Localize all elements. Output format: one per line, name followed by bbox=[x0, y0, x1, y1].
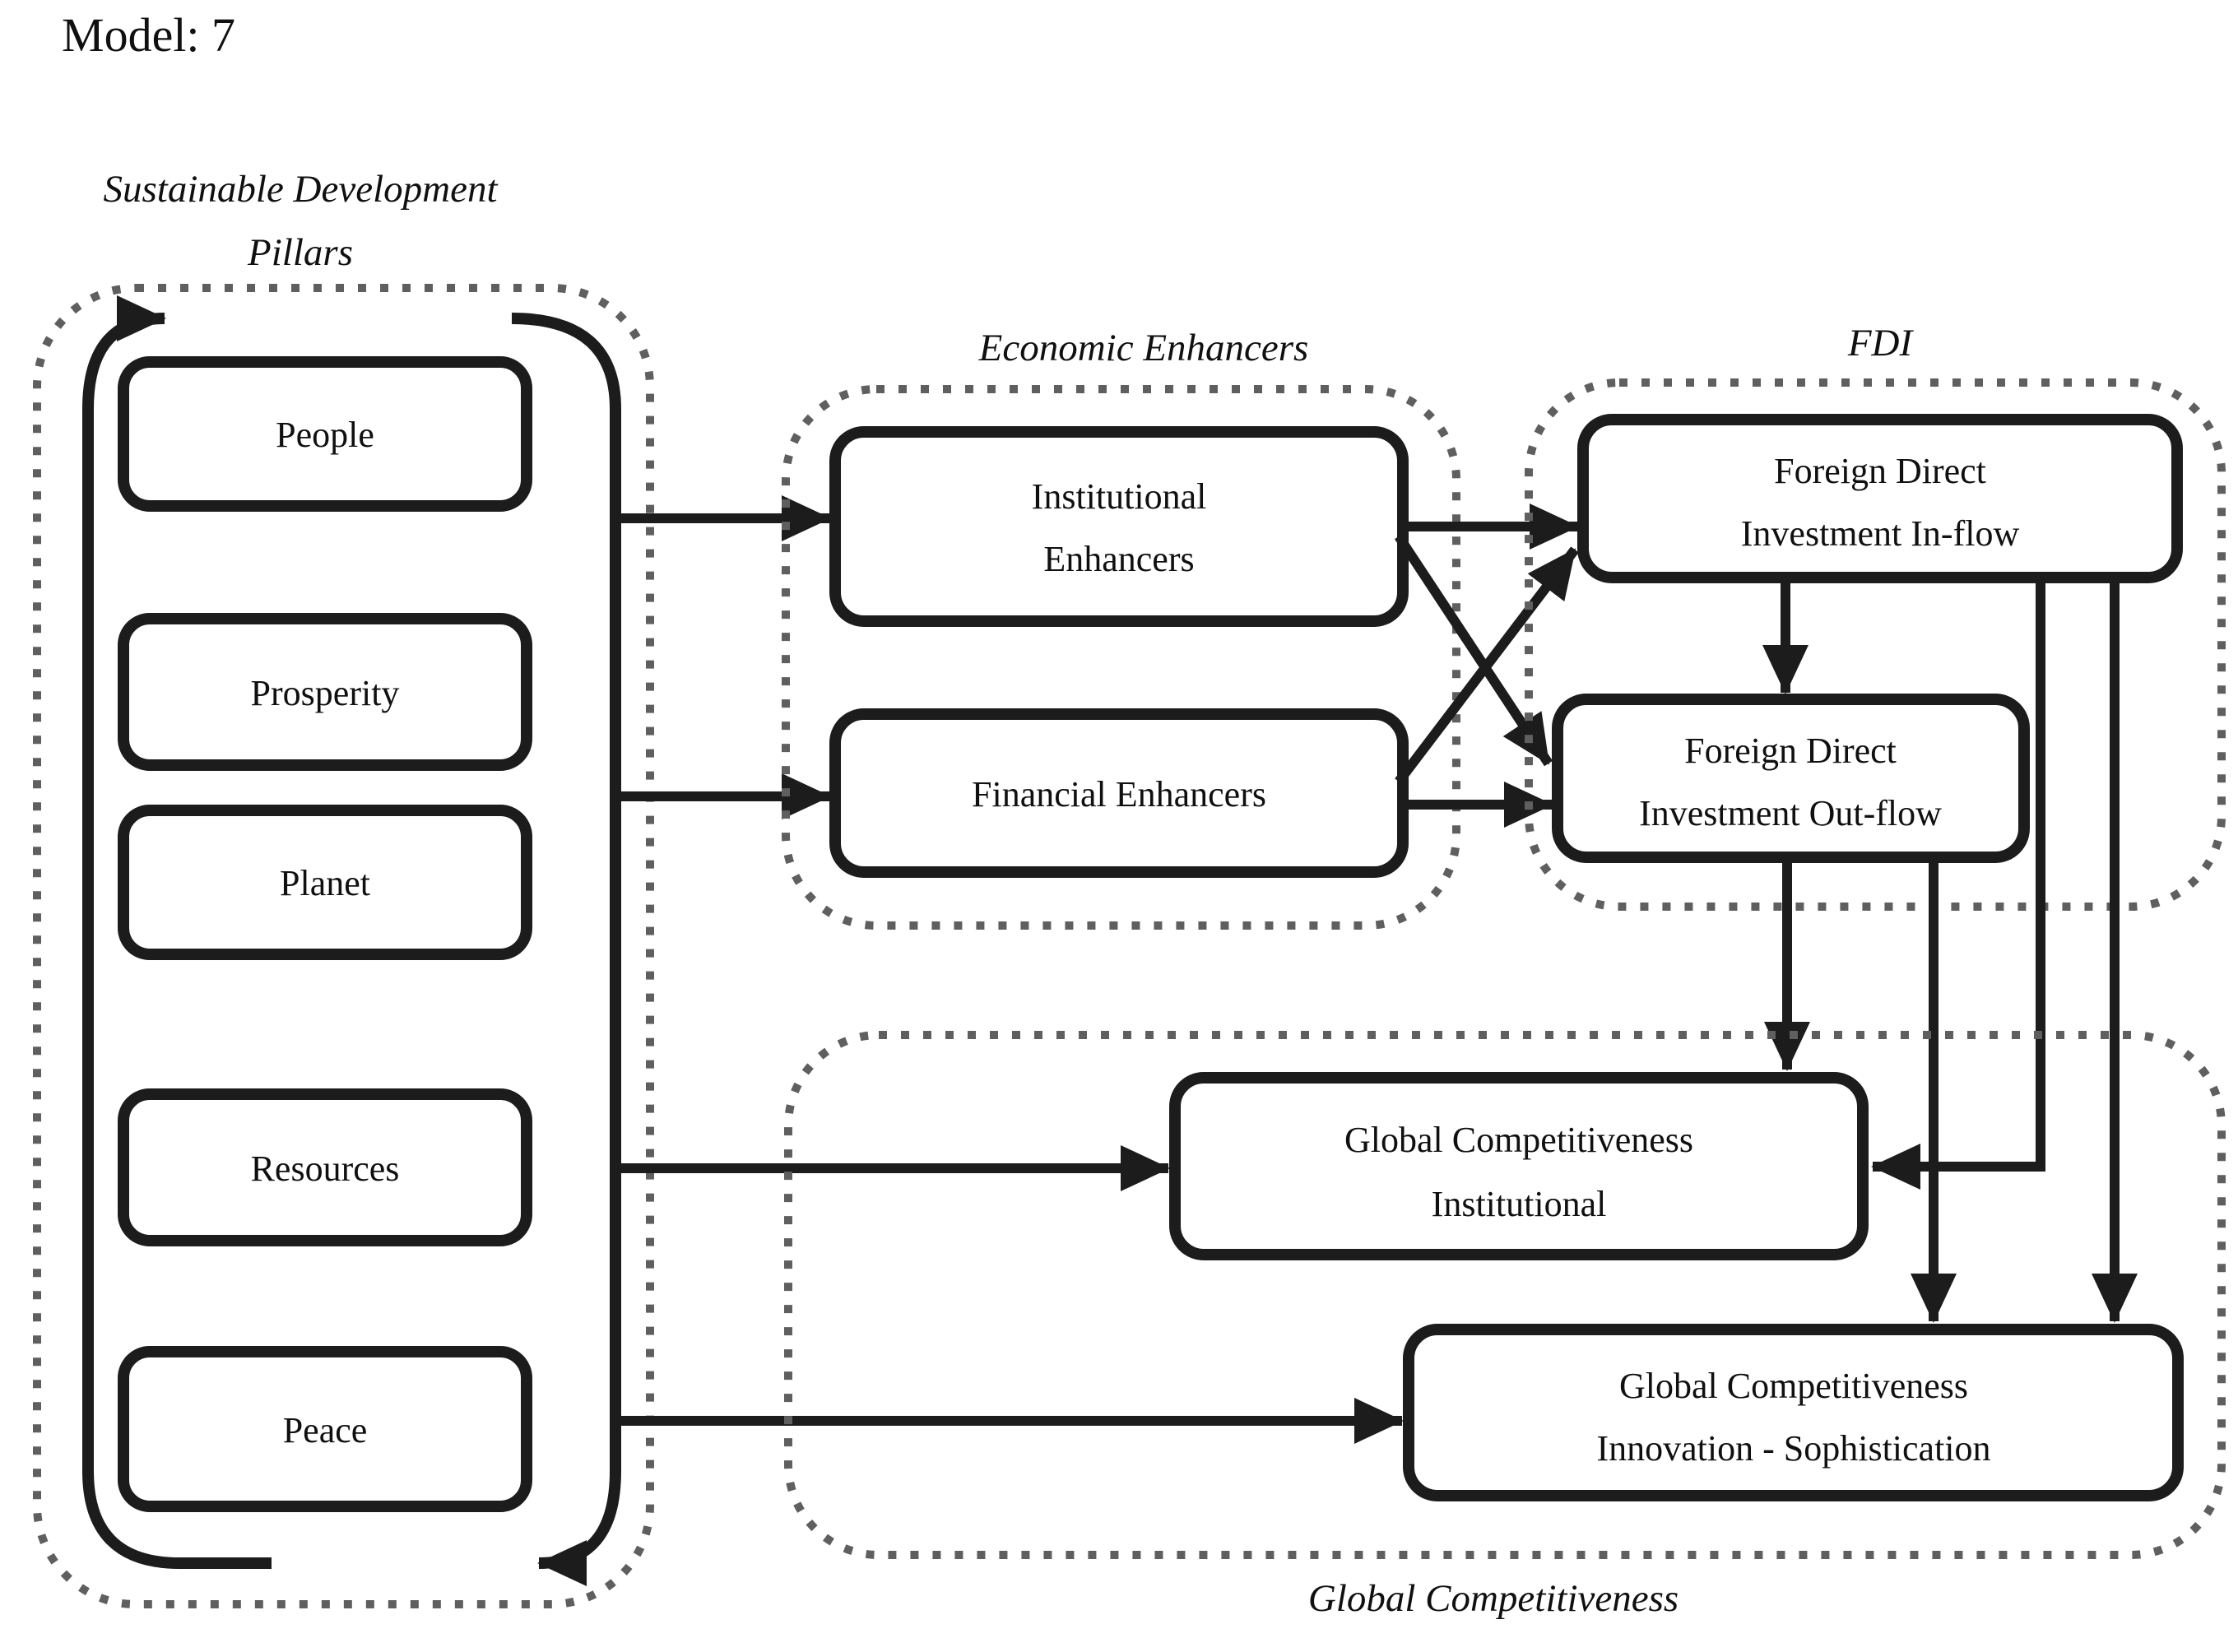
institutional-enhancers-box bbox=[829, 426, 1409, 627]
institutional-enhancers-label-line2: Enhancers bbox=[1043, 539, 1194, 579]
page-title: Model: 7 bbox=[62, 8, 235, 62]
arrow-inflow-to-gc-institutional bbox=[1871, 578, 2045, 1190]
resources-box bbox=[118, 1088, 532, 1246]
gc-institutional-label-line2: Institutional bbox=[1432, 1184, 1607, 1224]
sdp-cycle-arrow-left bbox=[82, 295, 272, 1569]
resources-label: Resources bbox=[251, 1149, 400, 1189]
people-box bbox=[118, 356, 532, 512]
peace-box bbox=[118, 1346, 532, 1512]
fdi-inflow: Foreign Direct Investment In-flow bbox=[1577, 414, 2183, 583]
people-label: People bbox=[276, 415, 374, 455]
sdp-cycle-arrow-right bbox=[511, 313, 621, 1586]
prosperity-box bbox=[118, 613, 532, 771]
global-competitiveness-dotted-border bbox=[784, 1031, 2226, 1559]
peace-label: Peace bbox=[283, 1410, 368, 1450]
pillar-prosperity: Prosperity bbox=[118, 613, 532, 771]
pillar-people: People bbox=[118, 356, 532, 512]
financial-enhancers: Financial Enhancers bbox=[829, 708, 1409, 878]
pillar-peace: Peace bbox=[118, 1346, 532, 1512]
fdi-label: FDI bbox=[1847, 322, 1915, 364]
fdi-dotted-border bbox=[1525, 378, 2226, 911]
planet-label: Planet bbox=[280, 863, 370, 903]
planet-box bbox=[118, 805, 532, 960]
economic-enhancers-label: Economic Enhancers bbox=[978, 327, 1309, 369]
fdi-inflow-box bbox=[1577, 414, 2183, 583]
gc-innovation-label-line1: Global Competitiveness bbox=[1619, 1366, 1968, 1406]
fdi-outflow: Foreign Direct Investment Out-flow bbox=[1552, 694, 2030, 863]
arrow-financial-to-fdi-inflow bbox=[1395, 546, 1579, 785]
gc-innovation-box bbox=[1403, 1324, 2184, 1501]
gc-innovation-label-line2: Innovation - Sophistication bbox=[1596, 1428, 1990, 1469]
fdi-outflow-label-line2: Investment Out-flow bbox=[1639, 793, 1942, 833]
pillar-planet: Planet bbox=[118, 805, 532, 960]
economic-enhancers-dotted-border bbox=[782, 385, 1460, 930]
sdp-label-line2: Pillars bbox=[247, 231, 353, 274]
gc-institutional: Global Competitiveness Institutional bbox=[1169, 1072, 1869, 1260]
sdp-label-line1: Sustainable Development bbox=[103, 168, 498, 211]
fdi-outflow-label-line1: Foreign Direct bbox=[1684, 731, 1897, 771]
gc-institutional-box bbox=[1169, 1072, 1869, 1260]
fdi-inflow-label-line2: Investment In-flow bbox=[1741, 513, 2020, 554]
pillar-resources: Resources bbox=[118, 1088, 532, 1246]
fdi-inflow-label-line1: Foreign Direct bbox=[1774, 451, 1986, 491]
institutional-enhancers: Institutional Enhancers bbox=[829, 426, 1409, 627]
gc-innovation: Global Competitiveness Innovation - Soph… bbox=[1403, 1324, 2184, 1501]
economic-enhancers-group: Economic Enhancers Institutional Enhance… bbox=[782, 327, 1460, 930]
global-competitiveness-group: Global Competitiveness Global Competitiv… bbox=[784, 1031, 2226, 1620]
fdi-outflow-box bbox=[1552, 694, 2030, 863]
financial-enhancers-label: Financial Enhancers bbox=[972, 774, 1266, 814]
institutional-enhancers-label-line1: Institutional bbox=[1032, 476, 1207, 517]
arrow-institutional-to-fdi-outflow bbox=[1394, 533, 1553, 767]
prosperity-label: Prosperity bbox=[251, 673, 400, 713]
gc-institutional-label-line1: Global Competitiveness bbox=[1344, 1120, 1693, 1160]
sdp-dotted-border bbox=[33, 284, 654, 1608]
global-competitiveness-label: Global Competitiveness bbox=[1308, 1577, 1678, 1620]
sdp-group: Sustainable Development Pillars People P… bbox=[33, 168, 654, 1608]
financial-enhancers-box bbox=[829, 708, 1409, 878]
fdi-group: FDI Foreign Direct Investment In-flow Fo… bbox=[1525, 322, 2226, 911]
